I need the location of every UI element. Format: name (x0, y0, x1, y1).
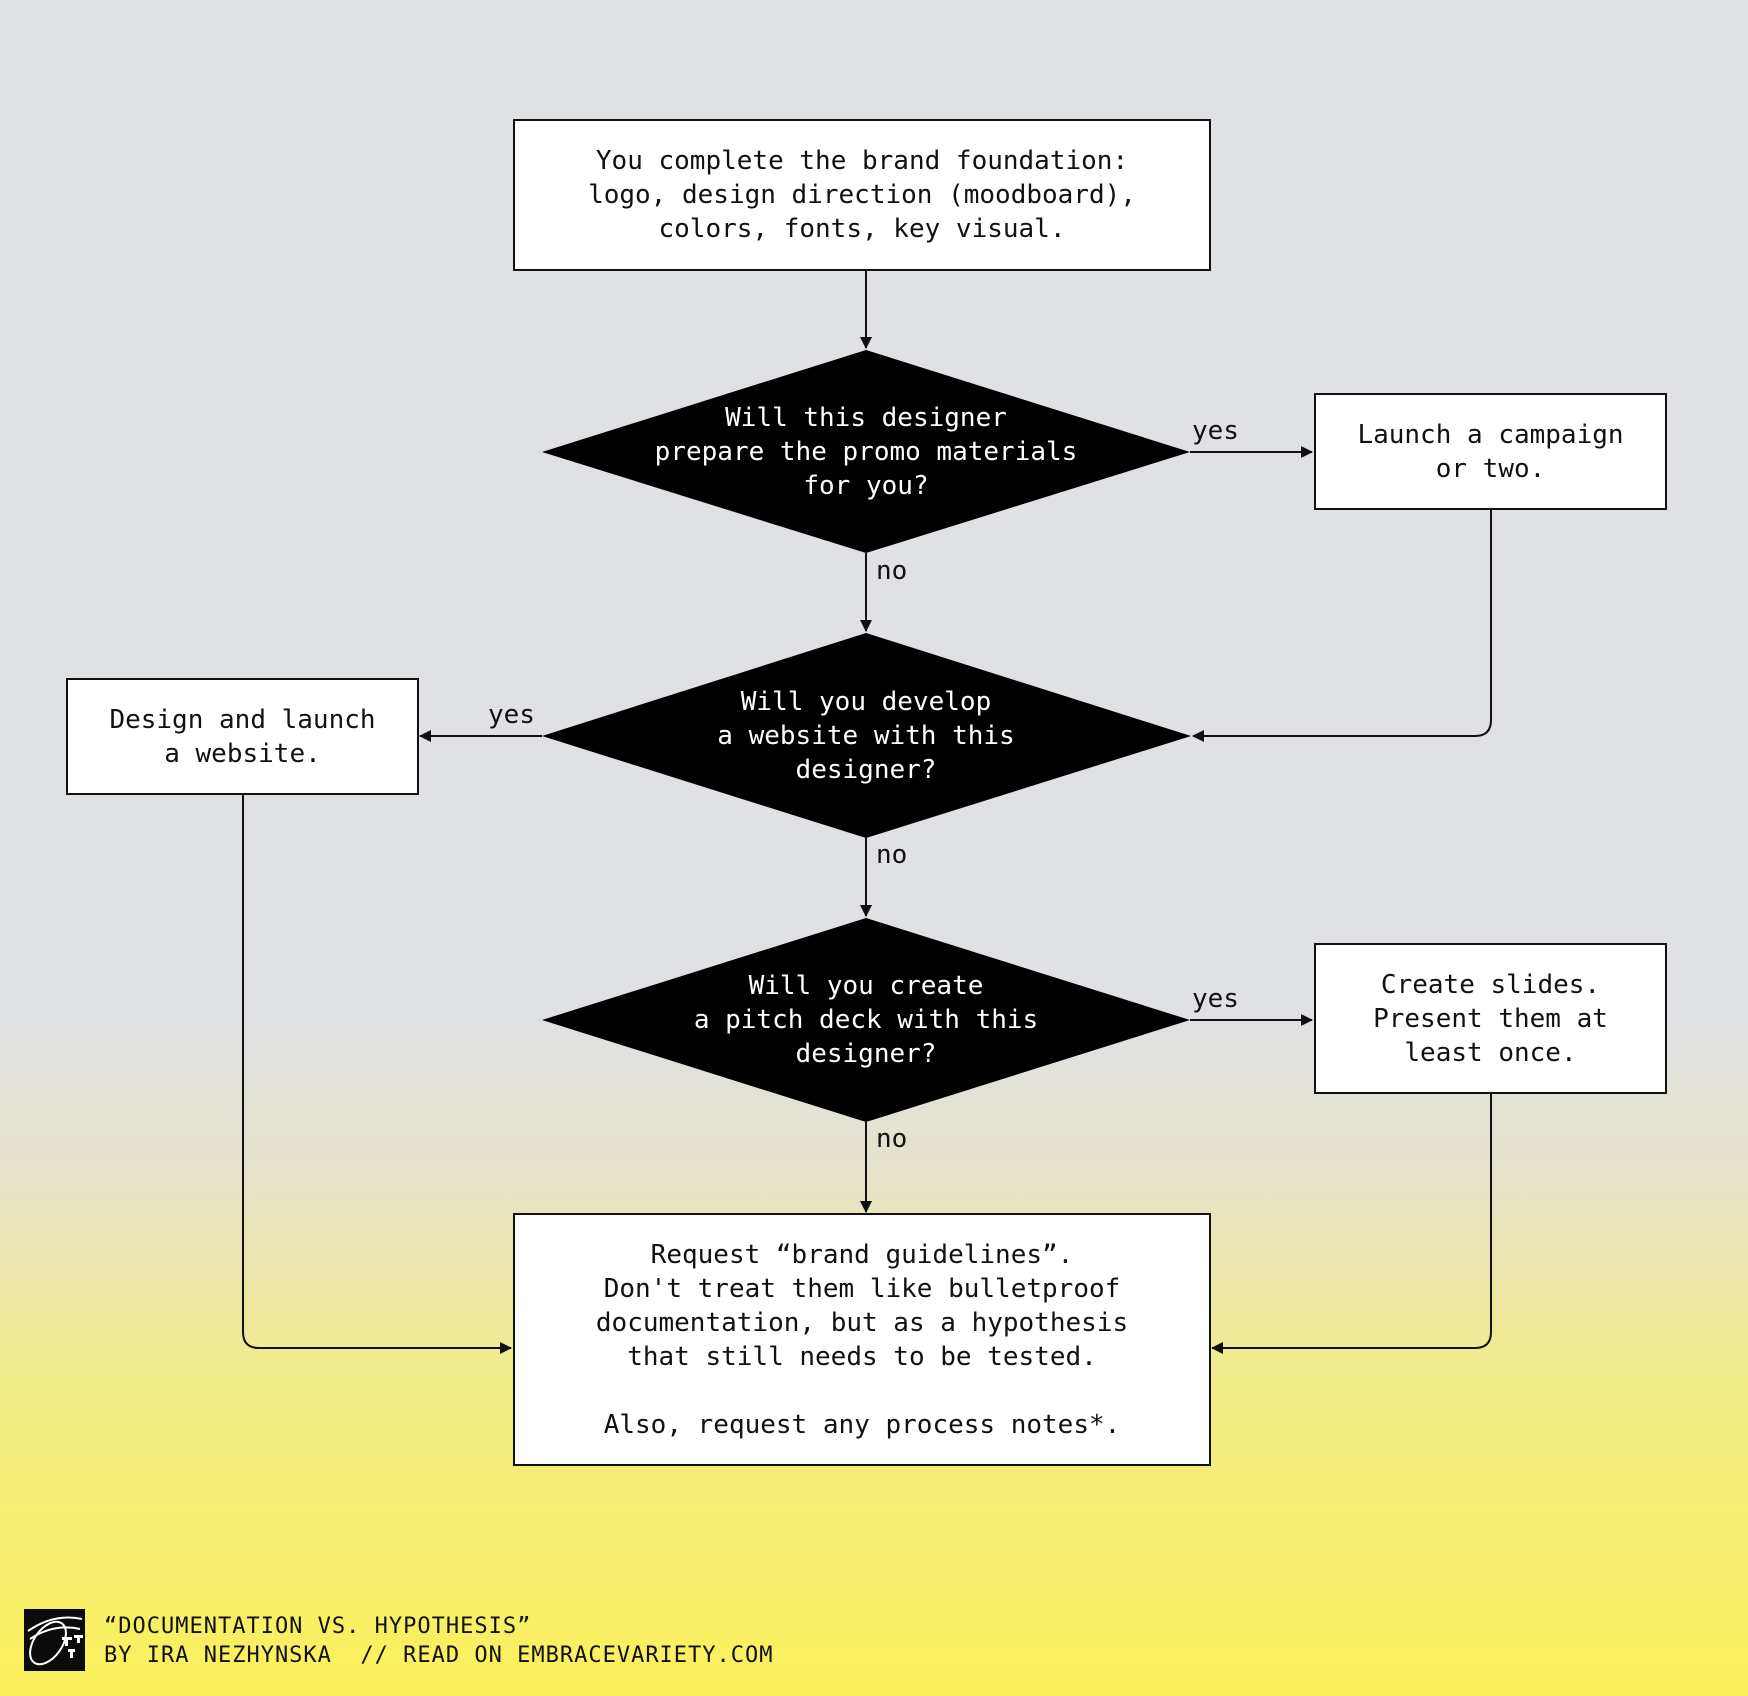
label-no: no (876, 556, 908, 586)
edge-campaign-to-website-decision (1192, 510, 1492, 742)
label-yes: yes (488, 700, 535, 730)
footer-byline: BY IRA NEZHYNSKA // READ ON EMBRACEVARIE… (104, 1643, 774, 1668)
decision-website-shape (542, 633, 1191, 838)
label-yes: yes (1192, 416, 1239, 446)
decision-promo-shape (542, 350, 1190, 553)
node-brand-foundation: You complete the brand foundation: logo,… (513, 119, 1211, 271)
edge-website-to-guidelines (242, 794, 512, 1354)
embrace-variety-logo-icon (24, 1609, 85, 1671)
node-create-slides: Create slides. Present them at least onc… (1314, 943, 1667, 1094)
node-design-website: Design and launch a website. (66, 678, 419, 795)
edge-slides-to-guidelines (1211, 1093, 1492, 1354)
decision-website-text: Will you develop a website with this des… (717, 687, 1015, 785)
node-launch-campaign: Launch a campaign or two. (1314, 393, 1667, 510)
label-yes: yes (1192, 984, 1239, 1014)
decision-pitch-text: Will you create a pitch deck with this d… (693, 971, 1039, 1069)
label-no: no (876, 840, 908, 870)
decision-pitch-shape (542, 918, 1190, 1122)
decision-promo-text: Will this designer prepare the promo mat… (654, 403, 1078, 501)
label-no: no (876, 1124, 908, 1154)
node-brand-guidelines: Request “brand guidelines”. Don't treat … (513, 1213, 1211, 1466)
footer-credits: “DOCUMENTATION VS. HYPOTHESIS” BY IRA NE… (104, 1612, 774, 1670)
footer-title: “DOCUMENTATION VS. HYPOTHESIS” (104, 1614, 532, 1639)
